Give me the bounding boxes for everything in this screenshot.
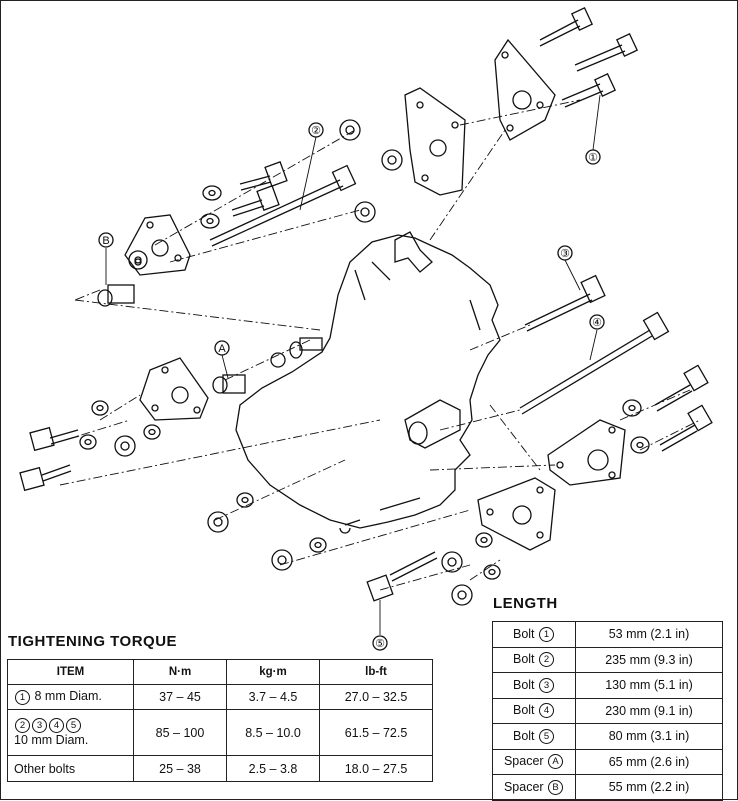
length-label-cell: Bolt 5 [492,723,576,750]
callout-bolt-3-text: ③ [560,248,570,260]
circle-mark: 4 [49,718,64,734]
length-value-cell: 130 mm (5.1 in) [575,672,723,699]
length-label: Bolt [512,652,535,667]
length-label-cell: Bolt 1 [492,621,576,648]
torque-kgm-cell: 2.5 – 3.8 [226,755,320,782]
callout-markers: ① ② ③ ④ ⑤ A B [98,122,605,651]
circle-mark: 5 [539,728,555,744]
torque-header-lbft: lb-ft [319,659,433,685]
length-value-cell: 235 mm (9.3 in) [575,646,723,673]
table-row: Bolt 1 53 mm (2.1 in) [492,621,723,648]
torque-item-desc: 8 mm Diam. [34,689,102,704]
callout-bolt-5: ⑤ [372,635,388,651]
torque-nm-cell: 37 – 45 [133,684,227,710]
length-label: Spacer [503,754,544,769]
torque-header-row: ITEM N·m kg·m lb-ft [7,659,433,685]
torque-kgm-cell: 8.5 – 10.0 [226,709,320,756]
torque-kgm-cell: 3.7 – 4.5 [226,684,320,710]
callout-bolt-4: ④ [589,314,605,330]
torque-header-item: ITEM [7,659,134,685]
table-row: Other bolts 25 – 38 2.5 – 3.8 18.0 – 27.… [7,755,433,782]
torque-item-cell: 1 8 mm Diam. [7,684,134,710]
callout-bolt-5-text: ⑤ [375,638,385,650]
circle-mark: 2 [539,652,555,668]
length-label: Bolt [512,728,535,743]
torque-item-desc: Other bolts [7,755,134,782]
callout-bolt-1: ① [585,149,601,165]
transmission-housing [235,231,501,534]
table-row: Bolt 2 235 mm (9.3 in) [492,646,723,673]
callout-bolt-1-text: ① [588,152,598,164]
leader-lines [105,94,601,635]
table-row: 1 8 mm Diam. 37 – 45 3.7 – 4.5 27.0 – 32… [7,684,433,710]
length-label-cell: Bolt 3 [492,672,576,699]
callout-spacer-a: A [214,340,230,356]
table-row: Spacer A 65 mm (2.6 in) [492,748,723,775]
torque-item-desc: 10 mm Diam. [14,733,89,748]
length-label-cell: Bolt 2 [492,646,576,673]
alignment-lines [59,99,701,591]
torque-lbft-cell: 61.5 – 72.5 [319,709,433,756]
nuts-and-washers [79,119,650,606]
torque-header-nm: N·m [133,659,227,685]
length-label: Bolt [512,626,535,641]
length-label: Bolt [512,703,535,718]
tightening-torque-title: TIGHTENING TORQUE [8,633,178,650]
length-value-cell: 80 mm (3.1 in) [575,723,723,750]
table-row: Bolt 3 130 mm (5.1 in) [492,672,723,699]
length-label-cell: Spacer B [492,774,576,801]
brackets [124,38,626,551]
length-value-cell: 230 mm (9.1 in) [575,697,723,724]
length-value-cell: 55 mm (2.2 in) [575,774,723,801]
bolts [19,7,713,602]
circle-mark: 2 [15,718,30,734]
torque-table: ITEM N·m kg·m lb-ft 1 8 mm Diam. 37 – 45… [7,659,433,782]
callout-bolt-2-text: ② [311,125,321,137]
circle-mark: 1 [539,626,555,642]
circle-mark: 3 [539,677,555,693]
circle-mark: 5 [66,718,81,734]
circle-mark: 4 [539,703,555,719]
callout-bolt-3: ③ [557,245,573,261]
table-row: Spacer B 55 mm (2.2 in) [492,774,723,801]
torque-lbft-cell: 18.0 – 27.5 [319,755,433,782]
torque-nm-cell: 85 – 100 [133,709,227,756]
callout-bolt-4-text: ④ [592,317,602,329]
length-value-cell: 53 mm (2.1 in) [575,621,723,648]
circle-mark: 1 [15,689,30,705]
length-table: Bolt 1 53 mm (2.1 in) Bolt 2 235 mm (9.3… [492,621,723,801]
torque-lbft-cell: 27.0 – 32.5 [319,684,433,710]
circle-mark: B [548,779,564,795]
table-row: Bolt 5 80 mm (3.1 in) [492,723,723,750]
length-label: Bolt [512,677,535,692]
length-value-cell: 65 mm (2.6 in) [575,748,723,775]
length-label-cell: Spacer A [492,748,576,775]
length-label-cell: Bolt 4 [492,697,576,724]
length-title: LENGTH [493,595,558,612]
exploded-mount-diagram: ① ② ③ ④ ⑤ A B [19,7,713,651]
circle-mark: A [548,754,564,770]
callout-spacer-b: B [98,232,114,248]
callout-spacer-b-text: B [102,235,109,247]
table-row: Bolt 4 230 mm (9.1 in) [492,697,723,724]
torque-header-kgm: kg·m [226,659,320,685]
callout-bolt-2: ② [308,122,324,138]
length-label: Spacer [503,779,544,794]
torque-nm-cell: 25 – 38 [133,755,227,782]
callout-spacer-a-text: A [218,343,226,355]
circle-mark: 3 [32,718,47,734]
